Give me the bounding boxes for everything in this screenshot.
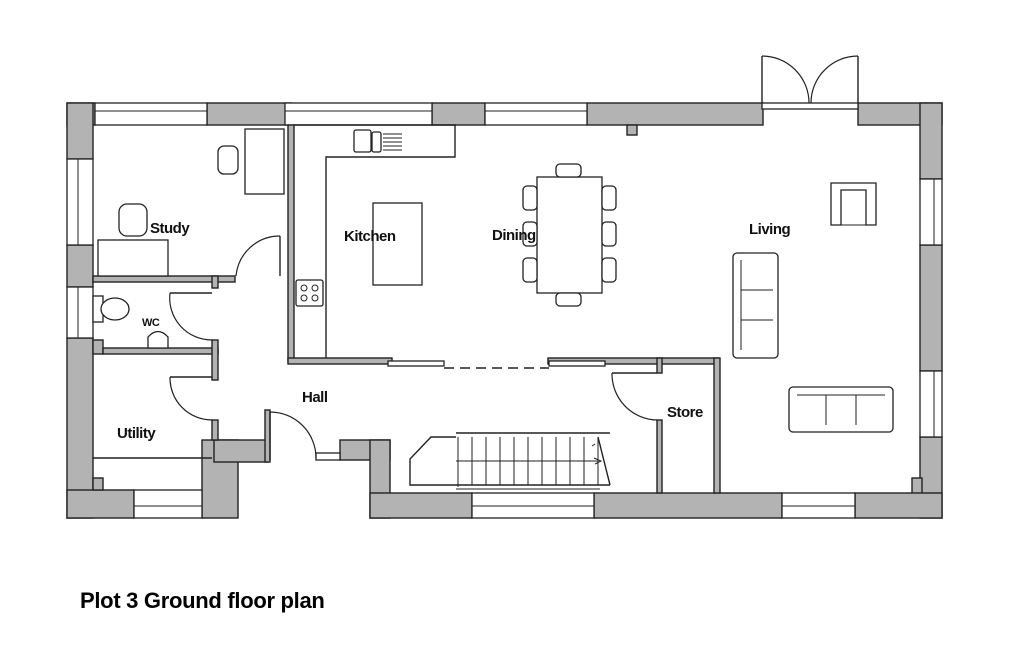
staircase xyxy=(409,432,611,490)
basin xyxy=(147,330,169,349)
living-furniture xyxy=(732,182,894,433)
window-wc-left xyxy=(66,286,94,339)
window-living-right-2 xyxy=(919,370,943,438)
arrow-icon xyxy=(591,443,603,465)
hob-icon xyxy=(295,279,324,307)
sofa-bottom xyxy=(788,386,894,433)
label-utility: Utility xyxy=(117,425,156,442)
label-dining: Dining xyxy=(492,227,536,244)
dining-table xyxy=(522,163,617,307)
plan-title: Plot 3 Ground floor plan xyxy=(80,588,325,613)
study-furniture xyxy=(97,128,285,277)
window-living-bottom xyxy=(781,492,856,519)
kitchen-island xyxy=(372,202,423,286)
sink-icon xyxy=(353,129,402,153)
windows xyxy=(66,102,943,519)
armchair xyxy=(118,203,148,237)
kitchen-units xyxy=(294,124,456,358)
window-living-right-1 xyxy=(919,178,943,246)
window-utility-bottom xyxy=(133,489,203,519)
label-store: Store xyxy=(667,404,703,421)
window-stair-bottom xyxy=(471,492,595,519)
toilet-bowl xyxy=(100,297,130,321)
wc-fixtures xyxy=(92,295,169,349)
doors xyxy=(169,235,658,461)
label-wc: WC xyxy=(142,317,160,329)
window-study-top xyxy=(94,102,208,126)
label-study: Study xyxy=(150,220,190,237)
french-doors xyxy=(761,55,859,110)
cabinet xyxy=(97,239,169,277)
label-hall: Hall xyxy=(302,389,328,406)
window-kitchen-top xyxy=(284,102,433,126)
window-study-left xyxy=(66,158,94,246)
label-kitchen: Kitchen xyxy=(344,228,396,245)
room-labels: Study WC Utility Hall Kitchen Dining Liv… xyxy=(117,220,791,442)
internal-walls xyxy=(92,124,721,494)
sofa-left xyxy=(732,252,779,359)
desk xyxy=(244,128,285,195)
label-living: Living xyxy=(749,221,791,238)
armchair-living xyxy=(830,182,877,226)
desk-chair xyxy=(217,145,239,175)
outer-walls xyxy=(66,102,943,519)
window-dining-top xyxy=(484,102,588,126)
